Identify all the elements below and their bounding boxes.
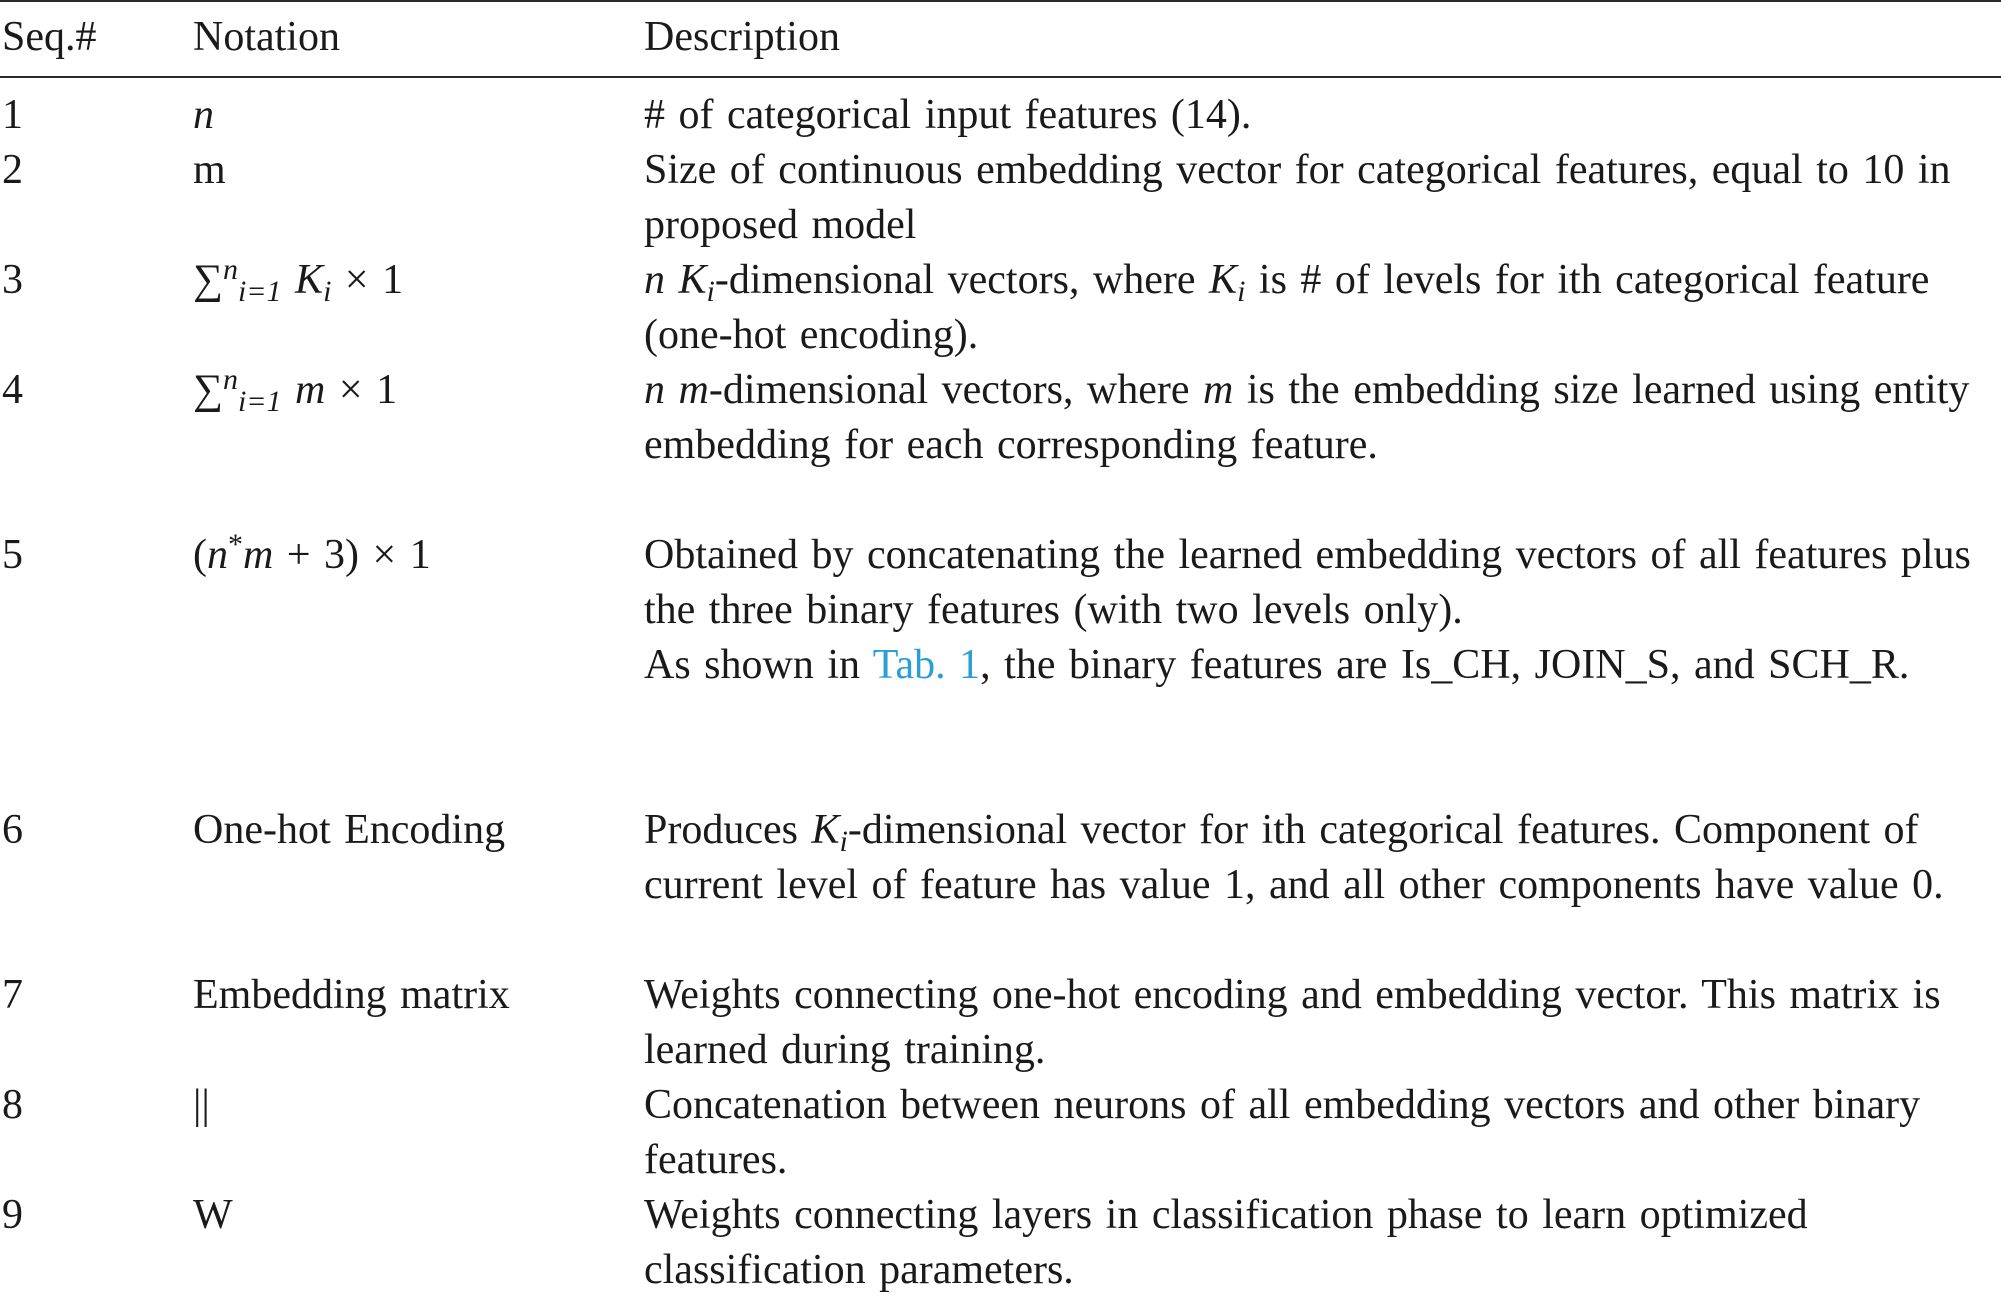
row-8-description: Concatenation between neurons of all emb… — [644, 1082, 1921, 1183]
row-3-description: n Ki-dimensional vectors, where Ki is # … — [644, 257, 1930, 358]
row-4-description: n m-dimensional vectors, where m is the … — [644, 367, 1970, 468]
row-7-description: Weights connecting one-hot encoding and … — [644, 972, 1941, 1073]
row-5-desc-para-2: As shown in Tab. 1, the binary features … — [644, 642, 1910, 688]
row-8-seq: 8 — [2, 1082, 23, 1128]
row-9-seq: 9 — [2, 1192, 23, 1238]
row-5-seq: 5 — [2, 532, 23, 578]
row-3-seq: 3 — [2, 257, 23, 303]
row-6-description: Produces Ki-dimensional vector for ith c… — [644, 807, 1944, 908]
header-description: Description — [644, 14, 840, 60]
row-7-notation: Embedding matrix — [193, 972, 510, 1018]
row-7-seq: 7 — [2, 972, 23, 1018]
row-4-seq: 4 — [2, 367, 23, 413]
row-5-desc-para-1: Obtained by concatenating the learned em… — [644, 532, 1971, 633]
row-9-notation: W — [193, 1192, 233, 1238]
row-1-seq: 1 — [2, 92, 23, 138]
row-2-notation: m — [193, 147, 226, 193]
row-5-description: Obtained by concatenating the learned em… — [644, 528, 1974, 693]
header-rule — [0, 76, 2001, 78]
row-1-notation: n — [193, 88, 214, 143]
table-top-rule — [0, 0, 2001, 2]
row-8-notation: || — [193, 1082, 210, 1128]
row-6-seq: 6 — [2, 807, 23, 853]
tab-1-link[interactable]: Tab. 1 — [872, 642, 981, 688]
header-seq: Seq.# — [2, 14, 97, 60]
row-6-notation: One-hot Encoding — [193, 807, 506, 853]
row-2-seq: 2 — [2, 147, 23, 193]
row-9-description: Weights connecting layers in classificat… — [644, 1192, 1808, 1293]
row-3-notation: ∑ni=1 Ki × 1 — [193, 253, 404, 308]
header-notation: Notation — [193, 14, 340, 60]
row-1-description: # of categorical input features (14). — [644, 92, 1252, 138]
row-4-notation: ∑ni=1 m × 1 — [193, 363, 398, 418]
row-2-description: Size of continuous embedding vector for … — [644, 147, 1951, 248]
math-n: n — [193, 92, 214, 138]
row-5-notation: (n*m + 3) × 1 — [193, 528, 431, 579]
